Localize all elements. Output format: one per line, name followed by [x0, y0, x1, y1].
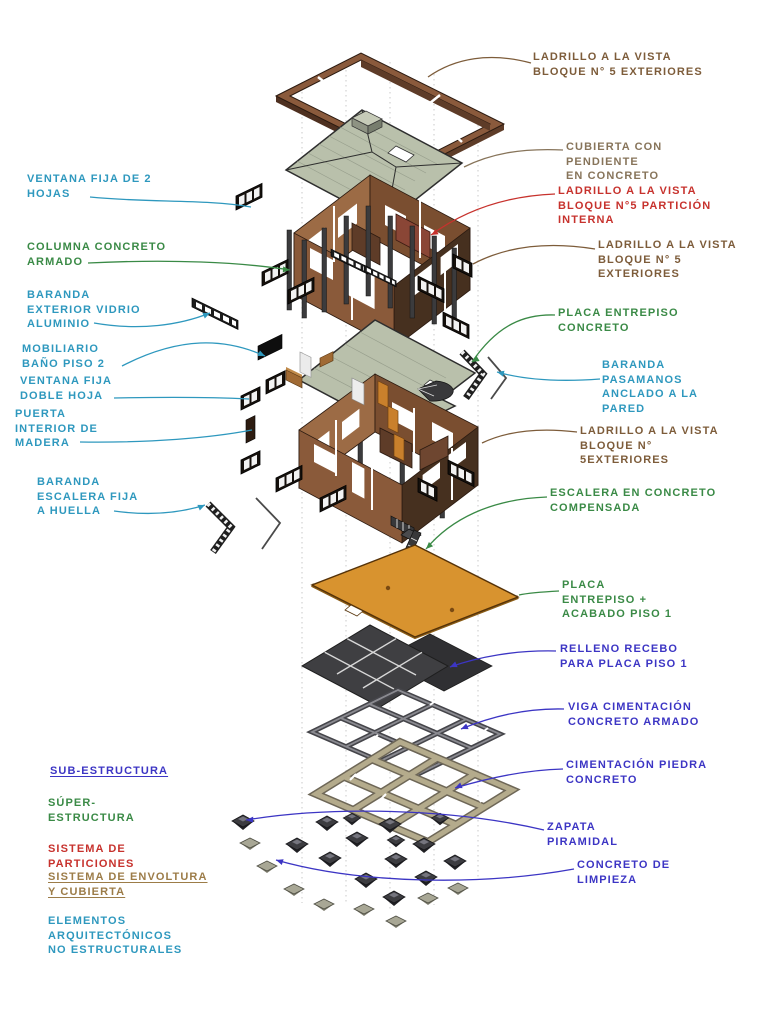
legend-sub-estructura: SUB-ESTRUCTURA — [50, 765, 169, 777]
label-concreto-de-limpieza: CONCRETO DE LIMPIEZA — [577, 859, 671, 886]
stair-railing-chevron — [205, 349, 508, 555]
wood-door-frames — [377, 380, 405, 462]
floating-fixtures — [191, 248, 508, 555]
label-placa-entrepiso-acabado: PLACA ENTREPISO + ACABADO PISO 1 — [562, 579, 673, 621]
label-relleno-recebo: RELLENO RECEBO PARA PLACA PISO 1 — [560, 643, 688, 670]
window-icon — [275, 464, 303, 493]
window-icon — [261, 258, 289, 287]
legend-super-estructura: SÚPER- ESTRUCTURA — [48, 797, 135, 824]
label-baranda-escalera-fija-a-huella: BARANDA ESCALERA FIJA A HUELLA — [37, 476, 139, 518]
mirror-panel — [299, 351, 312, 378]
label-columna-concreto-armado: COLUMNA CONCRETO ARMADO — [27, 241, 167, 268]
gravel-fill-slab — [300, 624, 493, 708]
label-baranda-pasamanos: BARANDA PASAMANOS ANCLADO A LA PARED — [602, 359, 699, 415]
label-ventana-fija-doble-hoja: VENTANA FIJA DOBLE HOJA — [20, 375, 113, 402]
label-ladrillo-vista-bloque5-ext-mid: LADRILLO A LA VISTA BLOQUE N° 5 EXTERIOR… — [598, 239, 737, 281]
legend-sistema-de-particiones: SISTEMA DE PARTICIONES — [48, 843, 135, 870]
label-ventana-fija-2-hojas: VENTANA FIJA DE 2 HOJAS — [27, 173, 152, 200]
window-icon — [240, 450, 261, 475]
label-ladrillo-vista-bloque5-ext-top: LADRILLO A LA VISTA BLOQUE N° 5 EXTERIOR… — [533, 51, 703, 78]
label-ladrillo-vista-bloque5-ext-low: LADRILLO A LA VISTA BLOQUE N° 5EXTERIORE… — [580, 425, 719, 467]
label-puerta-interior-de-madera: PUERTA INTERIOR DE MADERA — [15, 408, 98, 450]
label-cubierta-con-pendiente: CUBIERTA CON PENDIENTE EN CONCRETO — [566, 141, 663, 183]
label-viga-cimentacion: VIGA CIMENTACIÓN CONCRETO ARMADO — [568, 701, 700, 728]
floor-finish-slab — [310, 544, 520, 640]
label-placa-entrepiso-concreto: PLACA ENTREPISO CONCRETO — [558, 307, 679, 334]
cleaning-concrete-pads — [239, 837, 469, 929]
label-zapata-piramidal: ZAPATA PIRAMIDAL — [547, 821, 619, 848]
glass-railing-icon — [191, 297, 239, 330]
legend-elementos-arquitectonicos: ELEMENTOS ARQUITECTÓNICOS NO ESTRUCTURAL… — [48, 915, 183, 957]
bath-vanity — [285, 367, 303, 389]
wood-cabinet — [319, 351, 334, 368]
first-floor-walls — [298, 373, 479, 544]
label-cimentacion-piedra: CIMENTACIÓN PIEDRA CONCRETO — [566, 759, 708, 786]
stone-foundation-grid — [307, 737, 521, 848]
label-escalera-concreto-compensada: ESCALERA EN CONCRETO COMPENSADA — [550, 487, 717, 514]
label-mobiliario-bano-piso-2: MOBILIARIO BAÑO PISO 2 — [22, 343, 106, 370]
bath-furniture-panel — [257, 333, 283, 361]
foundation-beam-grid — [306, 687, 506, 779]
pyramidal-footings — [231, 814, 467, 907]
window-icon — [265, 370, 286, 395]
legend-sistema-envoltura-cubierta: SISTEMA DE ENVOLTURA Y CUBIERTA — [48, 871, 208, 898]
label-baranda-exterior-vidrio-aluminio: BARANDA EXTERIOR VIDRIO ALUMINIO — [27, 289, 141, 331]
door-leaf — [351, 377, 365, 406]
label-ladrillo-vista-particion-interna: LADRILLO A LA VISTA BLOQUE N°5 PARTICIÓN… — [558, 185, 712, 227]
leader-lines — [79, 56, 601, 881]
roof-access-box — [351, 110, 383, 135]
interior-wood-door — [245, 415, 256, 444]
roof-slab — [284, 109, 464, 224]
